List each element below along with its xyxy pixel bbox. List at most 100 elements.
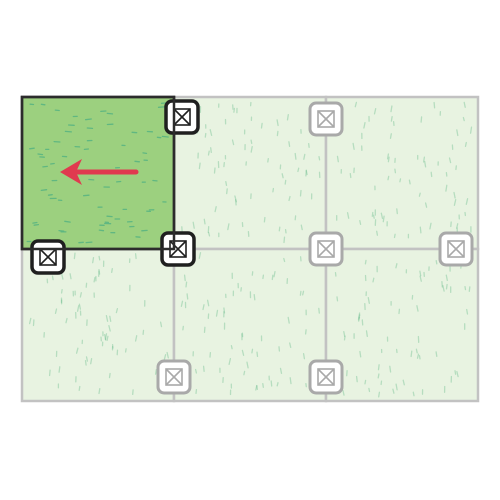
grass-mark	[287, 316, 290, 324]
crossed-box-icon	[308, 359, 344, 395]
grass-mark	[453, 198, 457, 206]
grass-mark	[378, 391, 381, 398]
grass-mark	[364, 259, 367, 265]
grass-mark	[442, 284, 445, 292]
arrow-layer	[60, 159, 139, 185]
grass-mark	[203, 218, 206, 225]
grass-mark	[208, 232, 211, 237]
grass-mark	[58, 229, 65, 232]
grass-mark	[419, 226, 422, 234]
grass-mark	[303, 153, 306, 160]
grass-mark	[51, 275, 54, 281]
grass-mark	[37, 153, 44, 156]
grass-mark	[372, 214, 375, 219]
grass-mark	[273, 270, 276, 278]
grass-mark	[214, 206, 217, 213]
grass-mark	[302, 290, 305, 296]
crossed-box-icon	[164, 99, 200, 135]
grass-mark	[299, 189, 302, 197]
grass-mark	[198, 252, 202, 259]
grass-mark	[234, 199, 237, 206]
grass-mark	[349, 173, 352, 179]
grass-mark	[78, 303, 82, 310]
grass-mark	[419, 275, 422, 282]
grass-mark	[454, 370, 457, 375]
grass-mark	[354, 101, 358, 108]
grass-mark	[448, 157, 452, 164]
grass-mark	[98, 269, 101, 275]
grass-mark	[276, 382, 279, 387]
grass-mark	[73, 252, 76, 260]
grass-mark	[456, 370, 459, 378]
grass-mark	[166, 351, 169, 359]
grass-mark	[422, 156, 426, 163]
grass-mark	[390, 116, 393, 122]
grass-mark	[462, 116, 465, 122]
grass-mark	[357, 314, 361, 321]
grass-mark	[430, 171, 433, 178]
grass-mark	[76, 305, 80, 312]
grass-mark	[294, 152, 297, 160]
grass-mark	[65, 317, 68, 324]
grass-mark	[304, 329, 307, 335]
grass-mark	[108, 324, 111, 332]
grass-mark	[98, 229, 105, 232]
grass-mark	[364, 379, 367, 385]
grass-mark	[60, 289, 63, 294]
grass-mark	[60, 272, 64, 280]
grass-mark	[336, 296, 339, 302]
grass-mark	[194, 368, 198, 374]
grass-mark	[92, 256, 95, 264]
grass-mark	[318, 155, 321, 161]
grass-mark	[445, 274, 448, 282]
grass-mark	[207, 150, 210, 156]
grass-mark	[386, 153, 390, 160]
grass-mark	[389, 365, 392, 373]
grass-mark	[206, 299, 210, 307]
grass-mark	[402, 379, 405, 386]
grass-mark	[109, 315, 112, 322]
grass-mark	[433, 101, 436, 109]
grass-mark	[93, 276, 96, 283]
grass-mark	[29, 147, 35, 150]
grass-mark	[390, 105, 393, 113]
grass-mark	[267, 157, 269, 163]
grass-mark	[270, 380, 273, 387]
grass-mark	[185, 281, 188, 288]
grass-mark	[104, 333, 107, 341]
grass-mark	[85, 241, 93, 244]
grass-mark	[134, 253, 137, 260]
grass-mark	[225, 180, 228, 187]
grass-mark	[363, 121, 366, 129]
grass-mark	[78, 385, 81, 391]
grass-mark	[352, 142, 355, 150]
grass-mark	[464, 141, 467, 148]
grass-mark	[198, 162, 201, 170]
grass-mark	[106, 112, 114, 115]
grass-mark	[279, 367, 283, 375]
grass-mark	[202, 304, 205, 311]
grass-mark	[288, 141, 291, 148]
grass-mark	[210, 147, 212, 154]
grass-mark	[32, 221, 38, 224]
ghost-tiles-layer	[20, 95, 480, 403]
grass-mark	[394, 168, 397, 174]
ghost-tile	[324, 247, 480, 403]
grass-mark	[464, 285, 467, 291]
crossed-box-icon	[308, 101, 344, 137]
grass-mark	[241, 349, 245, 356]
grass-mark	[54, 308, 58, 315]
grass-mark	[186, 293, 189, 300]
grass-mark	[399, 178, 402, 183]
grass-mark	[416, 305, 419, 312]
grass-mark	[435, 259, 438, 265]
grass-mark	[396, 208, 398, 215]
grass-mark	[465, 198, 469, 205]
crossed-box-icon	[308, 231, 344, 267]
grass-mark	[420, 116, 423, 123]
grass-mark	[161, 135, 169, 138]
grass-mark	[84, 118, 92, 121]
grass-mark	[243, 370, 246, 376]
